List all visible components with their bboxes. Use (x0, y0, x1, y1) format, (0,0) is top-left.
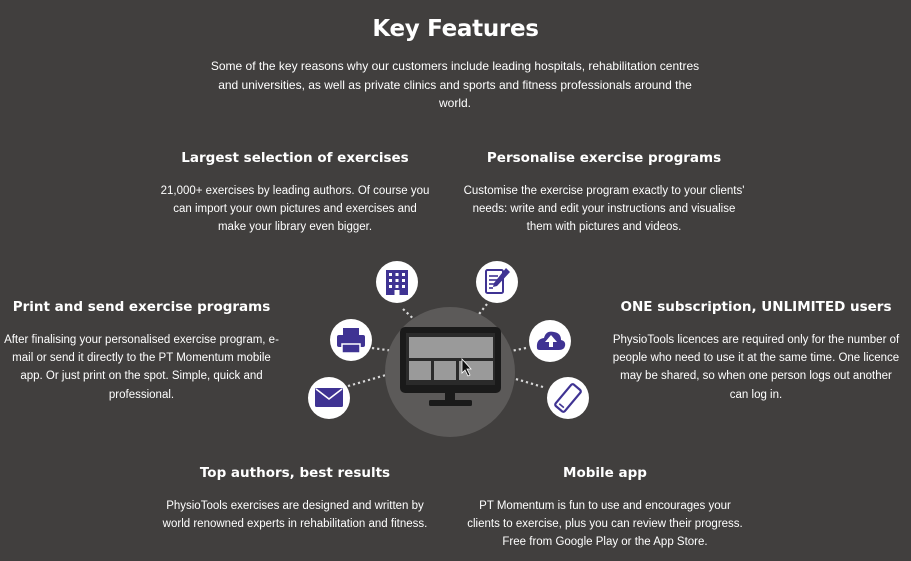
page-title: Key Features (372, 16, 539, 42)
feature-text: After finalising your personalised exerc… (4, 334, 279, 401)
feature-top-authors: Top authors, best results PhysioTools ex… (145, 465, 445, 533)
features-illustration (308, 261, 589, 437)
cursor-icon (461, 357, 472, 377)
feature-title: Top authors, best results (199, 465, 391, 481)
feature-title: Personalise exercise programs (486, 150, 722, 166)
intro-text: Some of the key reasons why our customer… (210, 59, 700, 110)
feature-one-subscription: ONE subscription, UNLIMITED users Physio… (606, 299, 906, 404)
feature-text: PhysioTools licences are required only f… (612, 334, 900, 401)
cloud-upload-icon (529, 320, 571, 362)
feature-text: PT Momentum is fun to use and encourages… (467, 500, 743, 549)
printer-icon (330, 319, 372, 361)
feature-print-send: Print and send exercise programs After f… (0, 299, 283, 404)
feature-title: Largest selection of exercises (181, 150, 409, 166)
mobile-phone-icon (547, 377, 589, 419)
feature-title: ONE subscription, UNLIMITED users (620, 299, 892, 315)
envelope-icon (308, 377, 350, 419)
feature-largest-selection: Largest selection of exercises 21,000+ e… (150, 150, 440, 237)
feature-mobile-app: Mobile app PT Momentum is fun to use and… (455, 465, 755, 552)
feature-personalise: Personalise exercise programs Customise … (456, 150, 752, 237)
feature-text: 21,000+ exercises by leading authors. Of… (160, 185, 430, 234)
building-icon (376, 261, 418, 303)
feature-title: Mobile app (563, 465, 647, 481)
feature-text: Customise the exercise program exactly t… (463, 185, 745, 234)
feature-title: Print and send exercise programs (12, 299, 271, 315)
edit-document-icon (476, 261, 518, 303)
feature-text: PhysioTools exercises are designed and w… (162, 500, 428, 531)
